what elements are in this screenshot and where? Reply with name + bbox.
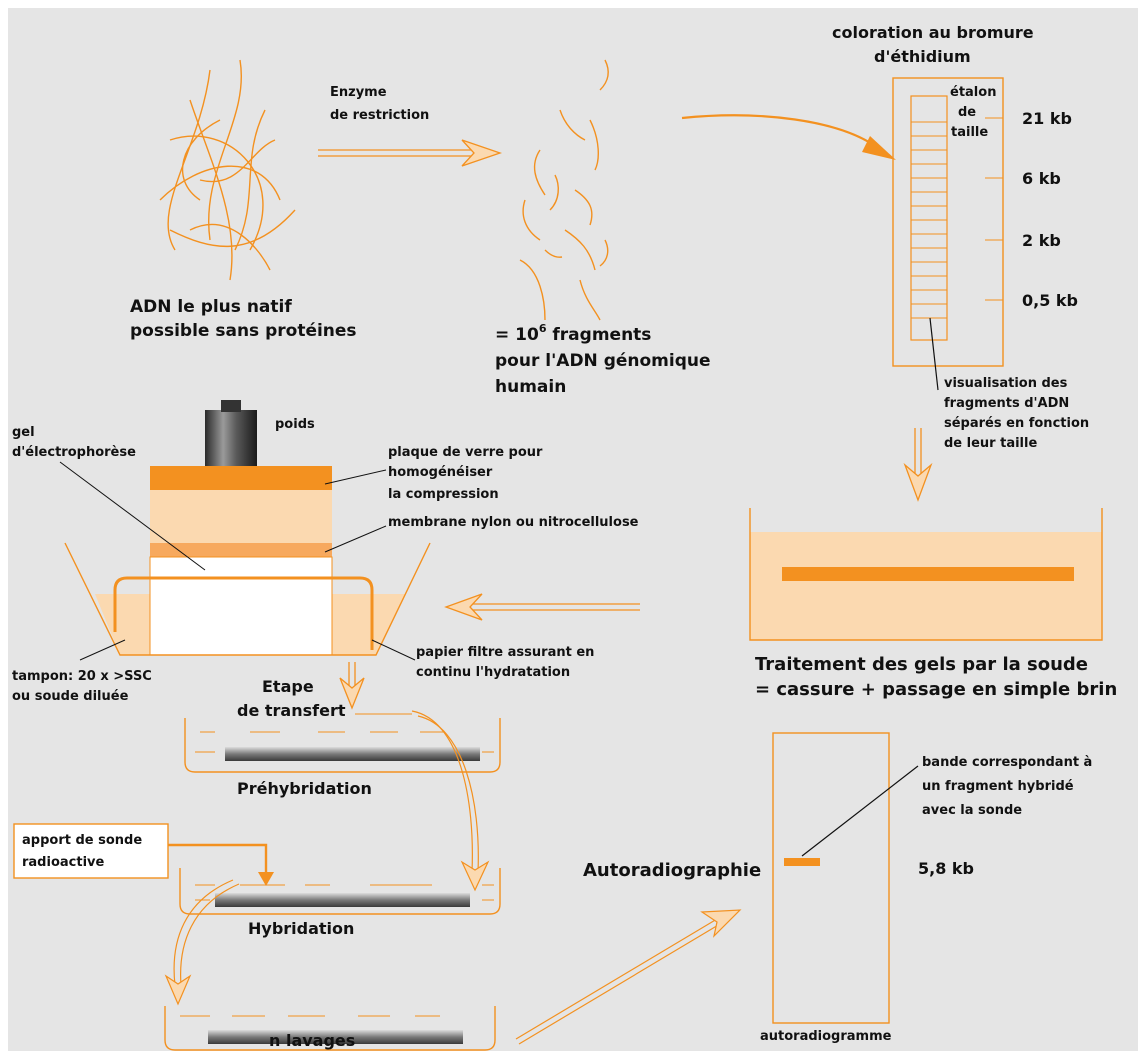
- native-dna-label-2: possible sans protéines: [130, 321, 357, 341]
- filter-label: papier filtre assurant en: [416, 645, 594, 660]
- treatment-tank: [749, 508, 1103, 641]
- glass-pointer: [324, 469, 387, 485]
- electrophoresis-gel: [149, 556, 333, 656]
- gel-label-2: d'électrophorèse: [12, 445, 136, 460]
- prehybridization-label: Préhybridation: [237, 779, 372, 798]
- filter-pointer: [371, 639, 416, 661]
- autoradiogram-label: autoradiogramme: [760, 1029, 892, 1044]
- native-dna-label: ADN le plus natif: [130, 297, 292, 317]
- buffer-label-2: ou soude diluée: [12, 689, 129, 704]
- ethidium-gel: [892, 77, 1004, 367]
- transfer-label-2: de transfert: [237, 701, 346, 720]
- enzyme-arrow: [318, 139, 503, 167]
- visualisation-label-3: séparés en fonction: [944, 416, 1089, 431]
- band-size-label: 5,8 kb: [918, 859, 974, 878]
- band-label-3: avec la sonde: [922, 803, 1022, 818]
- membrane-pointer: [324, 525, 387, 553]
- band-label: bande correspondant à: [922, 755, 1092, 770]
- curved-arrow-to-gel: [681, 114, 896, 160]
- staining-label: coloration au bromure: [832, 23, 1034, 42]
- probe-box: [13, 823, 169, 879]
- gel-pointer: [59, 461, 206, 571]
- hybridization-tray: [179, 868, 501, 915]
- band-pointer: [801, 765, 919, 857]
- size-marker-6kb: 6 kb: [1022, 169, 1061, 188]
- probe-label-2: radioactive: [22, 855, 104, 870]
- gel-label: gel: [12, 425, 35, 440]
- probe-label: apport de sonde: [22, 833, 142, 848]
- glass-label-2: homogénéiser: [388, 465, 493, 480]
- buffer-pointer: [79, 639, 126, 661]
- glass-plate: [150, 466, 332, 490]
- fragments-label-3: humain: [495, 377, 566, 397]
- arrow-hyb-to-washes: [164, 879, 240, 1006]
- visualisation-label-4: de leur taille: [944, 436, 1037, 451]
- down-arrow-to-prehybridization: [339, 662, 365, 710]
- native-dna-strands: [159, 59, 296, 281]
- autoradiography-label: Autoradiographie: [583, 860, 761, 881]
- enzyme-label-2: de restriction: [330, 108, 429, 123]
- hybridization-label: Hybridation: [248, 919, 354, 938]
- glass-label-3: la compression: [388, 487, 499, 502]
- staining-label-2: d'éthidium: [874, 47, 971, 66]
- autoradiogram-film: [772, 732, 890, 1024]
- prehybridization-tray: [184, 713, 501, 773]
- left-arrow-to-transfer: [444, 593, 640, 621]
- hybridized-band: [784, 858, 820, 866]
- filter-label-2: continu l'hydratation: [416, 665, 570, 680]
- transfer-label: Etape: [262, 677, 314, 696]
- membrane-label: membrane nylon ou nitrocellulose: [388, 515, 639, 530]
- size-marker-2kb: 2 kb: [1022, 231, 1061, 250]
- visualisation-label-2: fragments d'ADN: [944, 396, 1069, 411]
- arrow-prehyb-to-hyb: [411, 710, 490, 892]
- probe-arrow: [168, 843, 274, 886]
- size-marker-21kb: 21 kb: [1022, 109, 1072, 128]
- treatment-label: Traitement des gels par la soude: [755, 654, 1088, 675]
- buffer-label: tampon: 20 x >SSC: [12, 669, 152, 684]
- visualisation-label: visualisation des: [944, 376, 1068, 391]
- down-arrow-to-treatment: [903, 428, 933, 502]
- ladder-label: étalon: [950, 85, 996, 100]
- buffer-tray: [64, 542, 431, 656]
- filter-paper: [113, 576, 374, 650]
- washes-label-wrap: n lavages: [269, 1028, 355, 1050]
- visualisation-pointer: [929, 317, 939, 391]
- dna-fragments: [519, 59, 609, 321]
- fragments-label: = 106 fragments: [495, 322, 651, 345]
- weight: [205, 410, 257, 466]
- washes-tray: [164, 1006, 496, 1051]
- enzyme-label: Enzyme: [330, 85, 387, 100]
- membrane: [150, 543, 332, 557]
- glass-label: plaque de verre pour: [388, 445, 543, 460]
- weight-label: poids: [275, 417, 315, 432]
- treatment-label-2: = cassure + passage en simple brin: [755, 679, 1117, 700]
- ladder-label-2: de: [958, 105, 976, 120]
- band-label-2: un fragment hybridé: [922, 779, 1074, 794]
- transfer-apparatus: [64, 400, 431, 656]
- ladder-label-3: taille: [951, 125, 988, 140]
- size-marker-05kb: 0,5 kb: [1022, 291, 1078, 310]
- washes-label: n lavages: [269, 1031, 356, 1050]
- fragments-label-2: pour l'ADN génomique: [495, 351, 711, 371]
- arrow-to-autoradiography: [515, 909, 742, 1045]
